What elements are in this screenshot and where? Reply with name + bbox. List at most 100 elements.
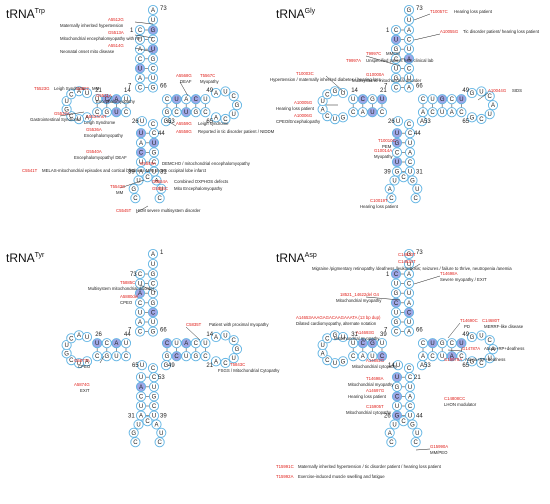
nucleotide-letter: C <box>394 301 399 307</box>
nucleotide-letter: G <box>470 335 475 341</box>
position-number: 53 <box>168 119 175 125</box>
nucleotide <box>410 193 421 204</box>
nucleotide <box>484 353 495 364</box>
nucleotide-letter: C <box>407 366 412 372</box>
nucleotide-letter: A <box>77 89 81 95</box>
nucleotide-letter: A <box>388 431 392 437</box>
nucleotide-letter: C <box>138 57 143 63</box>
nucleotide-letter: G <box>64 107 69 113</box>
annotation-pointer <box>179 81 189 97</box>
nucleotide <box>348 107 359 118</box>
annotation-pointer <box>413 33 441 41</box>
nucleotide-letter: C <box>325 114 330 120</box>
nucleotide-letter: U <box>151 291 155 297</box>
nucleotide-letter: U <box>139 404 143 410</box>
nucleotide <box>128 183 139 194</box>
mutation-description: Unspecified patient from clinical lab <box>366 58 434 63</box>
nucleotide <box>386 193 397 204</box>
nucleotide-letter: C <box>151 310 156 316</box>
nucleotide-letter: G <box>395 414 400 420</box>
mutation-label: G5522 <box>76 86 90 91</box>
mutation-label: C14623T <box>398 252 416 257</box>
nucleotide-letter: U <box>138 66 142 72</box>
mutation-description: PEM <box>382 144 392 149</box>
annotation-pointer <box>134 34 154 39</box>
nucleotide-letter: C <box>450 341 455 347</box>
nucleotide <box>154 193 165 204</box>
mutation-label: T9997A <box>346 58 361 63</box>
nucleotide <box>390 82 402 93</box>
nucleotide-letter: U <box>408 170 412 176</box>
nucleotide-letter: U <box>64 343 68 349</box>
nucleotide-letter: U <box>136 422 140 428</box>
nucleotide <box>416 116 428 127</box>
mutation-description: Reported in tic disorder patient / NIDDM <box>198 129 275 134</box>
nucleotide-letter: U <box>151 262 155 268</box>
nucleotide-letter: A <box>138 291 142 297</box>
mutation-label: A5512G <box>108 17 124 22</box>
nucleotide-letter: A <box>151 8 155 14</box>
annotation-pointer <box>409 263 421 271</box>
nucleotide <box>92 351 103 362</box>
annotation-pointer <box>413 13 431 21</box>
nucleotide-letter: C <box>95 354 100 360</box>
nucleotide-letter: G <box>235 347 240 353</box>
position-number: 31 <box>351 332 358 338</box>
nucleotide-letter: U <box>396 363 400 369</box>
nucleotide-letter: A <box>138 76 142 82</box>
mutation-label: G10000A <box>366 72 384 77</box>
position-number: 49 <box>168 363 175 369</box>
nucleotide-letter: G <box>193 354 198 360</box>
nucleotide-letter: U <box>392 178 396 184</box>
nucleotide <box>133 419 144 430</box>
position-number: 1 <box>386 272 390 278</box>
nucleotide-letter: U <box>408 414 412 420</box>
nucleotide <box>147 14 159 26</box>
position-number: 53 <box>424 119 431 125</box>
annotation-pointer <box>415 448 431 451</box>
nucleotide-letter: C <box>407 310 412 316</box>
nucleotide <box>476 357 487 369</box>
nucleotide <box>403 326 415 337</box>
nucleotide <box>456 351 467 362</box>
nucleotide <box>389 175 400 186</box>
nucleotide <box>466 112 478 123</box>
nucleotide <box>456 338 467 349</box>
nucleotide-letter: U <box>407 47 411 53</box>
nucleotide <box>147 82 159 93</box>
nucleotide <box>337 332 349 343</box>
mutation-label: A14653AAAGAGACAAGAAATA (13 bp dup) <box>296 315 381 320</box>
nucleotide-letter: A <box>450 354 454 360</box>
position-number: 66 <box>160 84 167 90</box>
nucleotide-letter: C <box>361 341 366 347</box>
nucleotide-letter: C <box>152 404 157 410</box>
nucleotide-letter: U <box>395 375 399 381</box>
nucleotide-letter: A <box>214 335 218 341</box>
position-number: 39 <box>384 170 391 176</box>
mutation-description: Hearing loss patient <box>348 394 387 399</box>
nucleotide-letter: A <box>407 28 411 34</box>
nucleotide <box>466 332 478 343</box>
nucleotide-letter: G <box>394 47 399 53</box>
nucleotide-letter: C <box>139 394 144 400</box>
nucleotide-letter: U <box>459 341 463 347</box>
nucleotide-letter: U <box>114 110 118 116</box>
nucleotide-letter: G <box>152 150 157 156</box>
mutation-description: Combined OXPHOS defects <box>174 179 228 184</box>
nucleotide <box>398 416 409 427</box>
nucleotide-letter: U <box>138 310 142 316</box>
mutation-description: Ataxia+RP+deafness <box>484 346 524 351</box>
position-number: 21 <box>414 375 421 381</box>
nucleotide-letter: A <box>214 359 218 365</box>
position-number: 39 <box>380 332 387 338</box>
mutation-description: PD <box>464 324 470 329</box>
nucleotide-letter: G <box>370 341 375 347</box>
nucleotide <box>484 335 495 346</box>
nucleotide-letter: A <box>184 341 188 347</box>
nucleotide-letter: U <box>320 99 324 105</box>
nucleotide-letter: C <box>325 358 330 364</box>
nucleotide-letter: C <box>152 160 157 166</box>
nucleotide <box>407 419 418 430</box>
nucleotide-letter: C <box>157 440 162 446</box>
nucleotide-letter: C <box>408 160 413 166</box>
